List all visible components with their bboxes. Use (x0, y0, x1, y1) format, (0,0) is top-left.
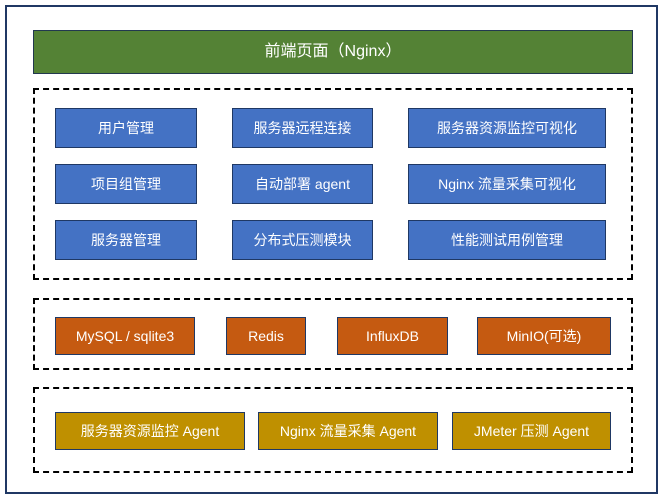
agent-layer-group (33, 387, 633, 473)
storage-box-influxdb: InfluxDB (337, 317, 448, 355)
module-box-user-management: 用户管理 (55, 108, 197, 148)
module-box-distributed-load-testing: 分布式压测模块 (232, 220, 373, 260)
presentation-layer-box: 前端页面（Nginx） (33, 30, 633, 74)
functional-modules-group (33, 88, 633, 280)
storage-layer-group (33, 298, 633, 370)
storage-box-redis: Redis (226, 317, 306, 355)
module-box-server-resource-monitoring-visualization: 服务器资源监控可视化 (408, 108, 606, 148)
agent-box-jmeter-load-test: JMeter 压测 Agent (452, 412, 611, 450)
module-box-project-group-management: 项目组管理 (55, 164, 197, 204)
storage-box-minio: MinIO(可选) (477, 317, 611, 355)
module-box-nginx-traffic-collection-visualization: Nginx 流量采集可视化 (408, 164, 606, 204)
agent-box-nginx-traffic-collector: Nginx 流量采集 Agent (258, 412, 438, 450)
module-box-server-management: 服务器管理 (55, 220, 197, 260)
module-box-auto-deploy-agent: 自动部署 agent (232, 164, 373, 204)
storage-box-mysql-sqlite3: MySQL / sqlite3 (55, 317, 195, 355)
module-box-server-remote-connection: 服务器远程连接 (232, 108, 373, 148)
module-box-performance-test-case-management: 性能测试用例管理 (408, 220, 606, 260)
agent-box-server-resource-monitor: 服务器资源监控 Agent (55, 412, 245, 450)
